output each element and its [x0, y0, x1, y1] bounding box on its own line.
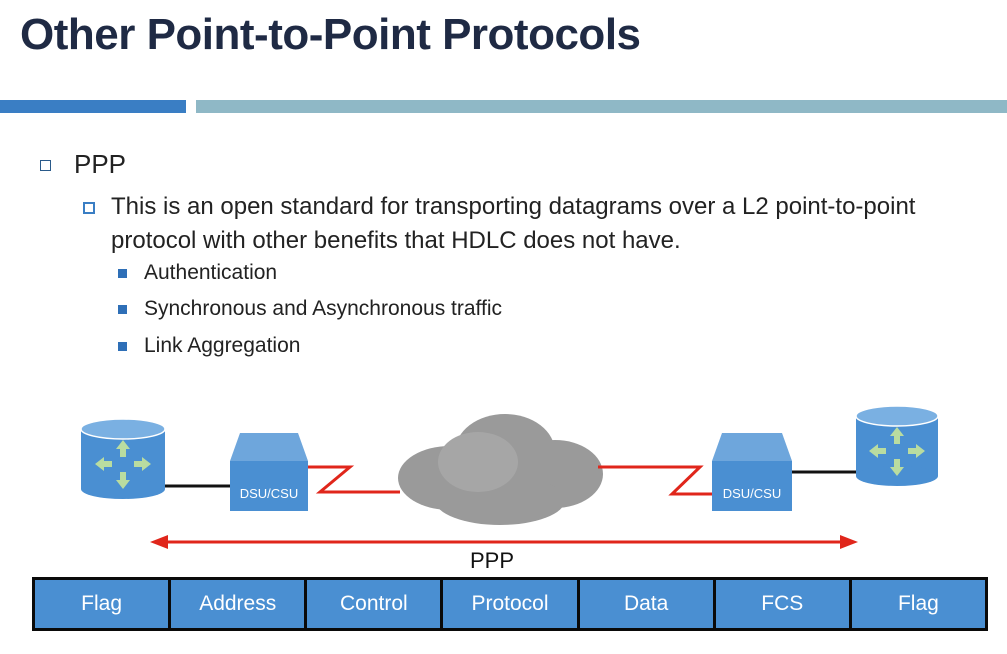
title-divider-bar — [196, 100, 1007, 113]
filled-square-bullet-icon — [118, 305, 127, 314]
frame-field-control: Control — [307, 580, 444, 628]
square-bullet-icon — [83, 202, 95, 214]
filled-square-bullet-icon — [118, 269, 127, 278]
frame-field-flag: Flag — [35, 580, 172, 628]
title-accent-bar — [0, 100, 186, 113]
frame-field-flag: Flag — [851, 580, 985, 628]
router-right-icon — [855, 405, 939, 486]
dsu-csu-right-icon: DSU/CSU — [712, 433, 792, 511]
frame-field-address: Address — [171, 580, 308, 628]
frame-field-data: Data — [579, 580, 716, 628]
wan-cloud-icon — [398, 414, 603, 525]
hollow-square-bullet-icon — [40, 160, 51, 171]
bullet-level3-text: Authentication — [144, 261, 278, 284]
router-left-icon — [80, 418, 166, 499]
slide-title: Other Point-to-Point Protocols — [20, 10, 641, 59]
ppp-topology-diagram: DSU/CSU DSU/CSU — [80, 405, 939, 549]
bullet-level3-text: Link Aggregation — [144, 334, 301, 357]
filled-square-bullet-icon — [118, 342, 127, 351]
bullet-level3-text: Synchronous and Asynchronous traffic — [144, 297, 502, 320]
bullet-level1-text: PPP — [74, 149, 127, 179]
bullet-level2-description: This is an open standard for transportin… — [83, 190, 963, 258]
dsu-csu-right-label: DSU/CSU — [723, 486, 782, 501]
ppp-frame-format: Flag Address Control Protocol Data FCS F… — [32, 577, 988, 631]
frame-field-fcs: FCS — [715, 580, 852, 628]
ppp-span-label: PPP — [470, 548, 515, 573]
dsu-csu-left-icon: DSU/CSU — [230, 433, 308, 511]
frame-field-protocol: Protocol — [443, 580, 580, 628]
dsu-csu-left-label: DSU/CSU — [240, 486, 299, 501]
serial-link-right — [598, 465, 712, 496]
serial-link-left — [308, 465, 400, 494]
ppp-span-arrow-icon — [150, 535, 858, 549]
bullet-level2-text: This is an open standard for transportin… — [111, 193, 916, 254]
